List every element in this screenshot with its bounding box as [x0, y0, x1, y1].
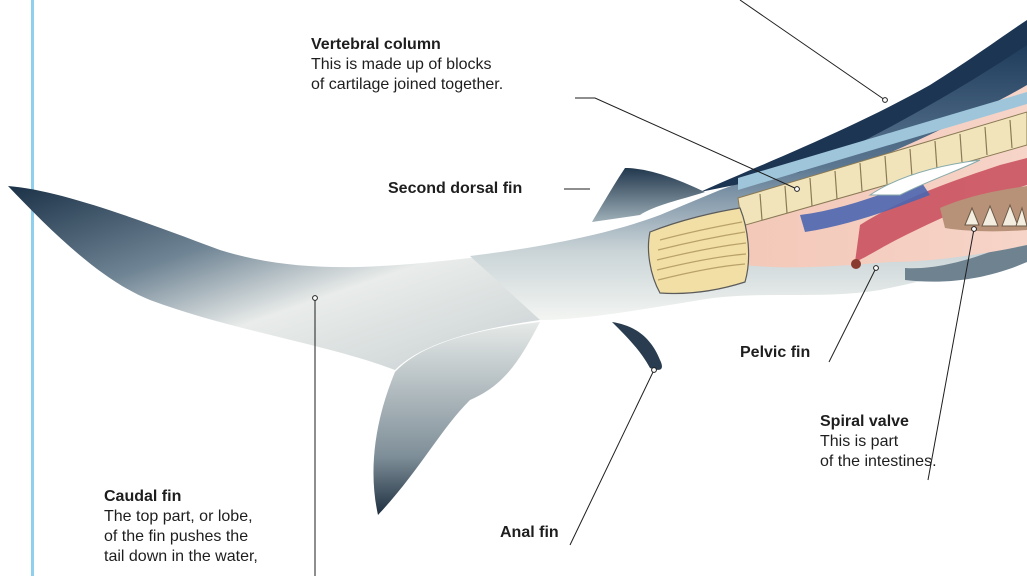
spiral-valve-title: Spiral valve: [820, 412, 937, 432]
label-caudal-fin: Caudal fin The top part, or lobe, of the…: [104, 487, 258, 567]
label-second-dorsal-fin: Second dorsal fin: [388, 179, 522, 199]
pelvic-fin-title: Pelvic fin: [740, 343, 810, 363]
leader-top: [740, 0, 885, 100]
spiral-valve-desc-1: This is part: [820, 432, 937, 452]
caudal-fin-desc-1: The top part, or lobe,: [104, 507, 258, 527]
label-pelvic-fin: Pelvic fin: [740, 343, 810, 363]
label-anal-fin: Anal fin: [500, 523, 559, 543]
caudal-fin-desc-3: tail down in the water,: [104, 547, 258, 567]
label-spiral-valve: Spiral valve This is part of the intesti…: [820, 412, 937, 472]
anal-fin-title: Anal fin: [500, 523, 559, 543]
vertebral-column-desc-1: This is made up of blocks: [311, 55, 503, 75]
caudal-fin-title: Caudal fin: [104, 487, 258, 507]
vertebral-column-title: Vertebral column: [311, 35, 503, 55]
leader-anal: [570, 370, 654, 545]
vertebral-column-desc-2: of cartilage joined together.: [311, 75, 503, 95]
second-dorsal-fin-title: Second dorsal fin: [388, 179, 522, 199]
anal-fin-shape: [612, 322, 662, 370]
label-vertebral-column: Vertebral column This is made up of bloc…: [311, 35, 503, 95]
spiral-valve-desc-2: of the intestines.: [820, 452, 937, 472]
caudal-fin-desc-2: of the fin pushes the: [104, 527, 258, 547]
